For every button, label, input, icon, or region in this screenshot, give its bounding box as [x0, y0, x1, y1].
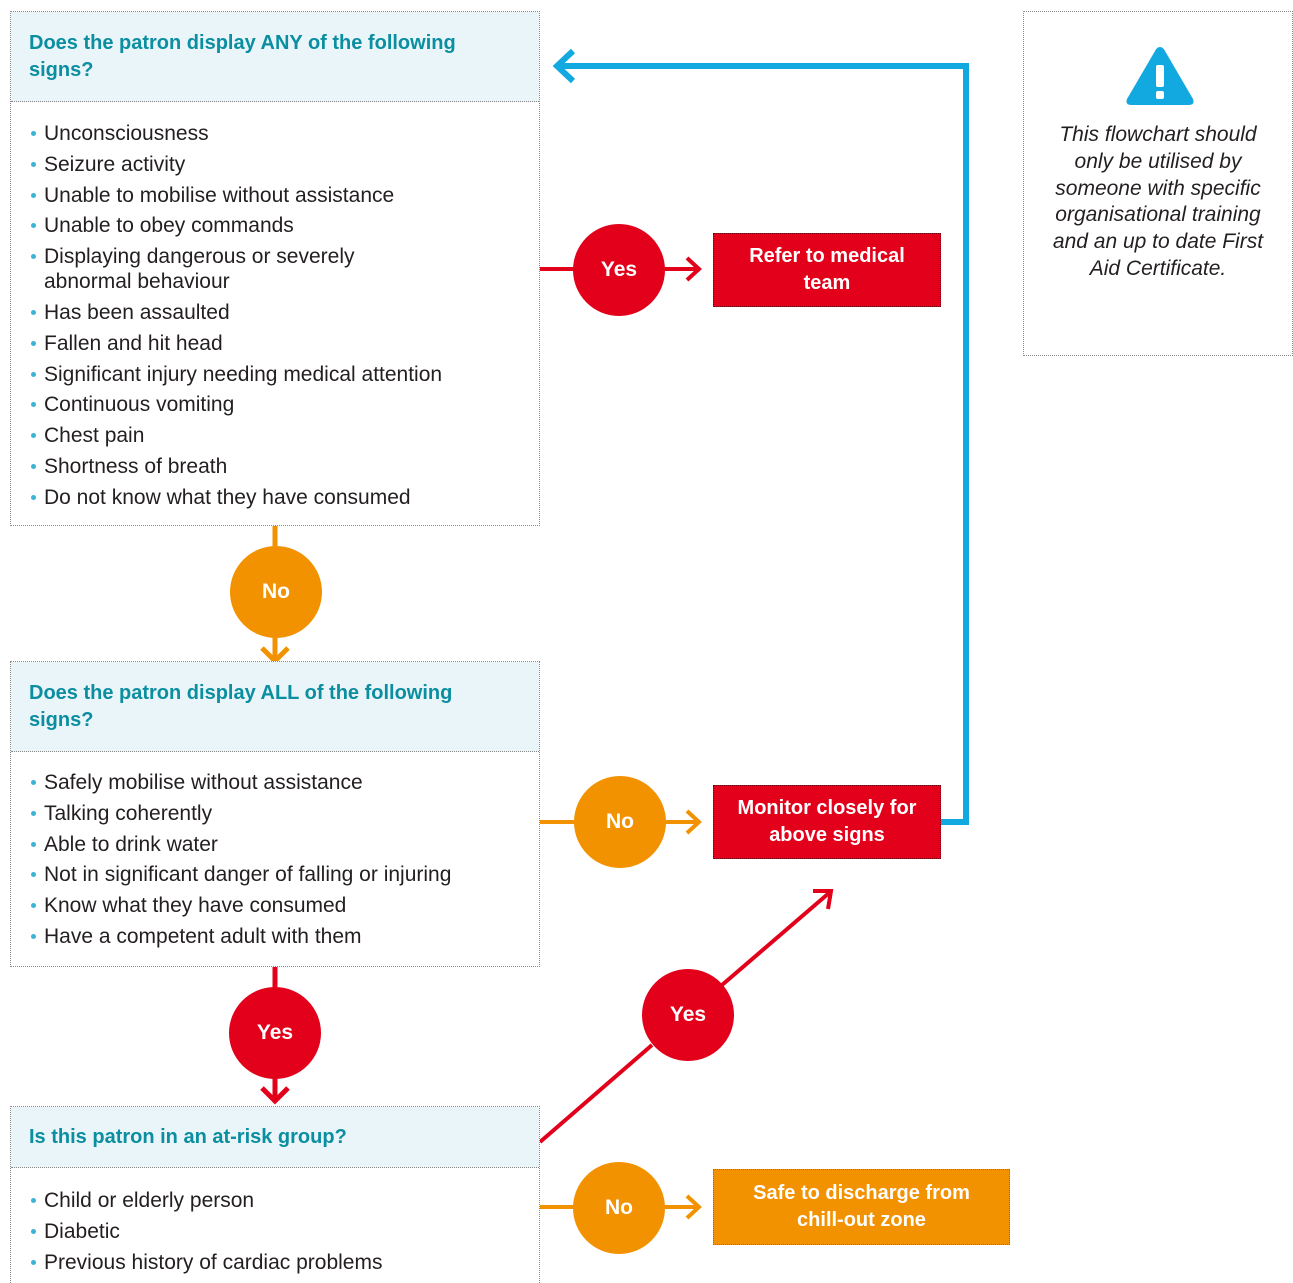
refer-medical-team-box: Refer to medical team — [713, 233, 941, 307]
any-signs-list: Unconsciousness Seizure activity Unable … — [11, 12, 539, 516]
p3-yes-line — [538, 1043, 654, 1144]
p3-yes-arrowhead — [813, 889, 834, 910]
at-risk-yes-node: Yes — [642, 969, 734, 1061]
p1-yes-arrowhead — [685, 256, 702, 282]
list-item: Continuous vomiting — [11, 392, 539, 417]
p2-yes-arrowhead — [260, 1086, 290, 1105]
panel-at-risk-question: Is this patron in an at-risk group? — [11, 1107, 539, 1168]
list-item: Unconsciousness — [11, 121, 539, 146]
list-item: Have a competent adult with them — [11, 924, 539, 949]
all-signs-list: Safely mobilise without assistance Talki… — [11, 770, 539, 955]
safe-to-discharge-box: Safe to discharge from chill-out zone — [713, 1169, 1010, 1245]
list-item: Diabetic — [11, 1219, 539, 1244]
list-item: Significant injury needing medical atten… — [11, 362, 539, 387]
p3-yes-arrow-shaft — [720, 891, 831, 987]
list-item: Shortness of breath — [11, 454, 539, 479]
list-item: Unable to mobilise without assistance — [11, 183, 539, 208]
p3-no-arrowhead — [685, 1194, 702, 1220]
list-item: Know what they have consumed — [11, 893, 539, 918]
feedback-arrowhead — [552, 48, 576, 84]
list-item: Talking coherently — [11, 801, 539, 826]
all-signs-yes-node: Yes — [229, 987, 321, 1079]
p2-no-arrowhead — [685, 809, 702, 835]
list-item: Chest pain — [11, 423, 539, 448]
list-item: Child or elderly person — [11, 1188, 539, 1213]
list-item: Able to drink water — [11, 832, 539, 857]
list-item: Seizure activity — [11, 152, 539, 177]
list-item: Do not know what they have consumed — [11, 485, 539, 510]
panel-all-signs: Does the patron display ALL of the follo… — [10, 661, 540, 967]
list-item: Not in significant danger of falling or … — [11, 862, 539, 887]
training-note: This flowchart should only be utilised b… — [1023, 11, 1293, 356]
list-item: Has been assaulted — [11, 300, 539, 325]
monitor-closely-box: Monitor closely for above signs — [713, 785, 941, 859]
training-note-text: This flowchart should only be utilised b… — [1052, 123, 1264, 280]
panel-at-risk: Is this patron in an at-risk group? Chil… — [10, 1106, 540, 1283]
list-item: Previous history of cardiac problems — [11, 1250, 539, 1275]
feedback-line — [560, 63, 969, 825]
list-item: Unable to obey commands — [11, 213, 539, 238]
warning-icon — [1126, 47, 1194, 105]
at-risk-no-node: No — [573, 1162, 665, 1254]
any-signs-no-node: No — [230, 546, 322, 638]
all-signs-no-node: No — [574, 776, 666, 868]
list-item: Displaying dangerous or severely abnorma… — [11, 244, 434, 294]
list-item: Fallen and hit head — [11, 331, 539, 356]
panel-any-signs-question: Does the patron display ANY of the follo… — [11, 12, 539, 102]
panel-all-signs-question: Does the patron display ALL of the follo… — [11, 662, 539, 752]
list-item: Safely mobilise without assistance — [11, 770, 539, 795]
panel-any-signs: Does the patron display ANY of the follo… — [10, 11, 540, 526]
any-signs-yes-node: Yes — [573, 224, 665, 316]
at-risk-list: Child or elderly person Diabetic Previou… — [11, 1188, 539, 1280]
